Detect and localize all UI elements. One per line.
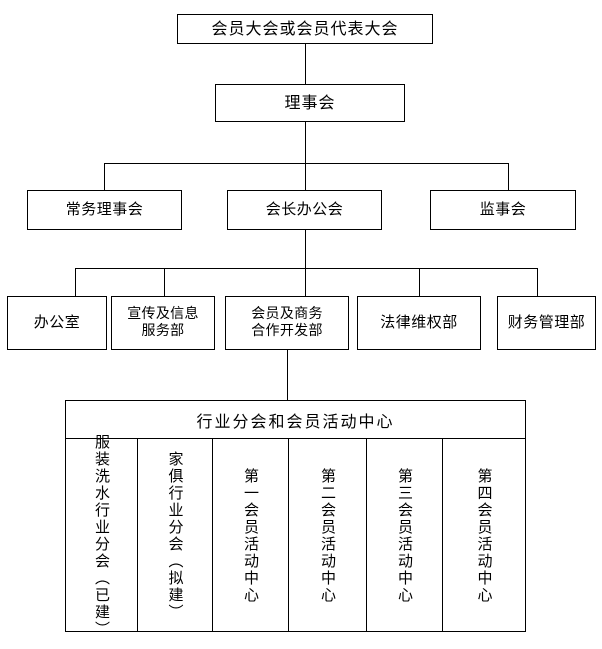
subtable-header: 行业分会和会员活动中心	[66, 401, 525, 439]
branches-activity-centers-table: 行业分会和会员活动中心 服装洗水行业分会（已建） 家俱行业分会（拟建） 第一会员…	[65, 400, 526, 638]
connector-l3-bus	[104, 163, 508, 164]
subtable-columns: 服装洗水行业分会（已建） 家俱行业分会（拟建） 第一会员活动中心 第二会员活动中…	[66, 434, 525, 638]
node-publicity-information-service-dept[interactable]: 宣传及信息 服务部	[111, 296, 215, 350]
node-label: 理事会	[284, 92, 336, 112]
node-legal-rights-dept[interactable]: 法律维权部	[357, 296, 481, 350]
cell-label: 第四会员活动中心	[475, 467, 494, 604]
node-president-office-meeting[interactable]: 会长办公会	[227, 190, 382, 230]
connector-l5-drop	[287, 350, 288, 401]
connector-l4-drop-stem	[305, 230, 306, 269]
node-label: 办公室	[33, 313, 81, 332]
cell-furniture-branch[interactable]: 家俱行业分会（拟建）	[138, 439, 213, 632]
cell-label: 第二会员活动中心	[319, 467, 337, 604]
node-label: 会员大会或会员代表大会	[211, 18, 399, 38]
node-board-of-directors[interactable]: 理事会	[215, 84, 405, 122]
node-office[interactable]: 办公室	[7, 296, 107, 350]
cell-apparel-washing-branch[interactable]: 服装洗水行业分会（已建）	[66, 434, 138, 638]
node-board-of-supervisors[interactable]: 监事会	[430, 190, 576, 230]
connector-l3-drop-2	[305, 163, 306, 190]
node-label: 常务理事会	[65, 200, 144, 219]
connector-l4-drop-1	[75, 268, 76, 296]
cell-activity-center-2[interactable]: 第二会员活动中心	[289, 439, 367, 632]
cell-label: 第一会员活动中心	[242, 467, 260, 604]
node-members-assembly[interactable]: 会员大会或会员代表大会	[177, 14, 433, 44]
node-label: 法律维权部	[380, 313, 458, 332]
node-financial-management-dept[interactable]: 财务管理部	[497, 296, 596, 350]
connector-l4-drop-4	[419, 268, 420, 296]
node-label: 宣传及信息 服务部	[127, 305, 199, 340]
connector-l4-bus	[75, 268, 537, 269]
cell-label: 服装洗水行业分会（已建）	[93, 433, 111, 638]
node-member-business-cooperation-dept[interactable]: 会员及商务 合作开发部	[225, 296, 349, 350]
connector-l3-drop-3	[508, 163, 509, 190]
node-label: 财务管理部	[507, 313, 586, 332]
cell-activity-center-4[interactable]: 第四会员活动中心	[443, 439, 525, 632]
connector-l3-drop-1	[104, 163, 105, 190]
connector-l4-drop-2	[164, 268, 165, 296]
subtable-header-label: 行业分会和会员活动中心	[196, 411, 395, 431]
connector-l4-drop-3	[305, 268, 306, 296]
cell-label: 家俱行业分会（拟建）	[166, 450, 185, 621]
connector-l1-l2	[305, 44, 306, 84]
connector-l4-drop-5	[537, 268, 538, 296]
node-label: 监事会	[479, 200, 527, 219]
node-label: 会员及商务 合作开发部	[251, 305, 323, 340]
cell-label: 第三会员活动中心	[396, 467, 414, 604]
cell-activity-center-1[interactable]: 第一会员活动中心	[213, 439, 289, 632]
connector-l2-drop	[305, 122, 306, 164]
node-label: 会长办公会	[265, 200, 344, 219]
cell-activity-center-3[interactable]: 第三会员活动中心	[367, 439, 443, 632]
node-standing-council[interactable]: 常务理事会	[27, 190, 182, 230]
